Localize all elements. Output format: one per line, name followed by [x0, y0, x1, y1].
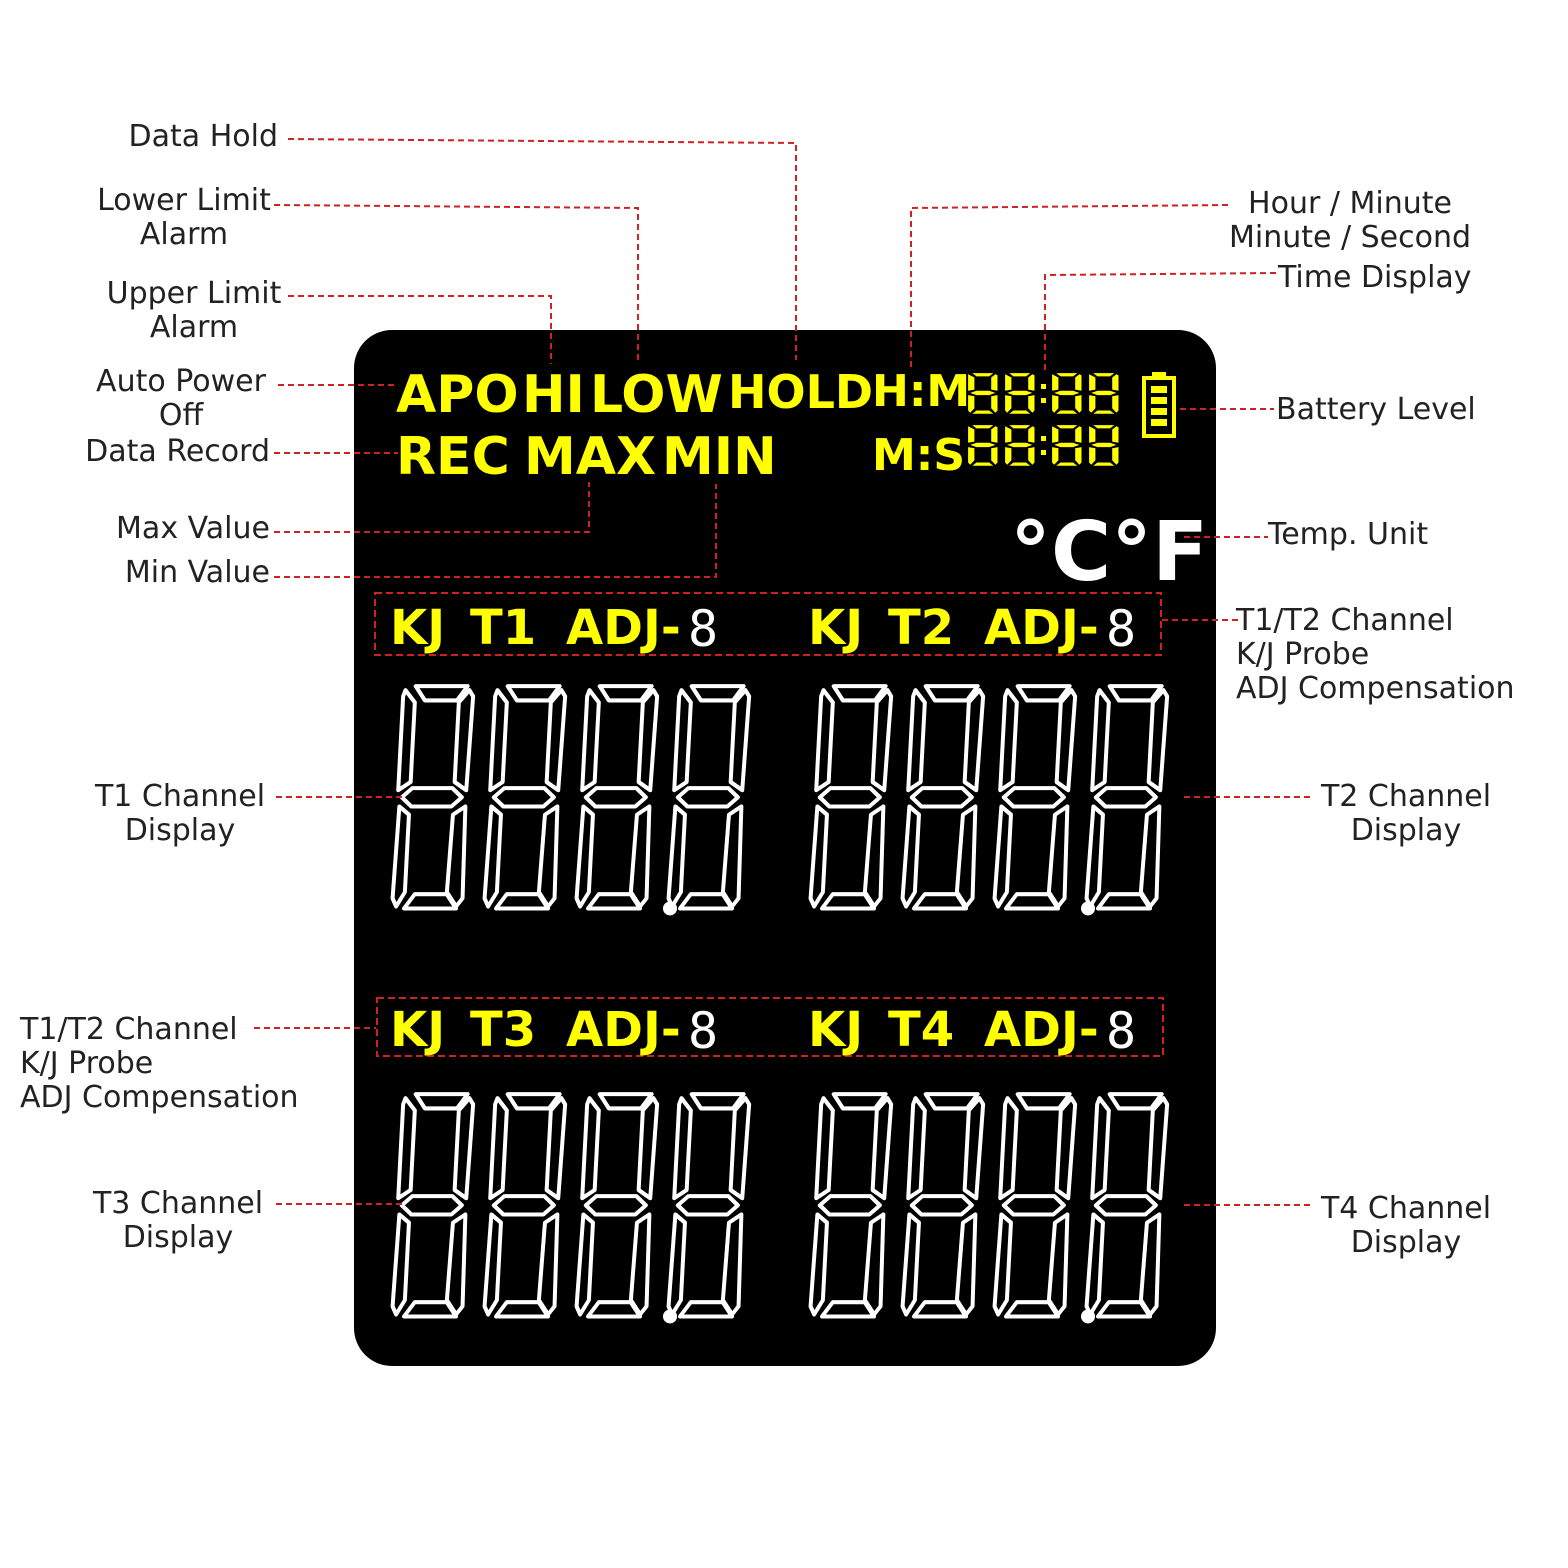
- low-indicator: LOW: [590, 365, 723, 425]
- label-hour-minute: Hour / Minute Minute / Second: [1228, 186, 1472, 255]
- apo-indicator: APO: [396, 365, 519, 425]
- leader-lower-limit: [273, 204, 639, 362]
- label-t1-display: T1 Channel Display: [94, 779, 266, 848]
- channel-box-t1-t2: [374, 592, 1162, 656]
- t1-probe: KJ: [390, 600, 445, 656]
- t2-channel: T2: [888, 600, 954, 656]
- label-t12-probe-left: T1/T2 Channel K/J Probe ADJ Compensation: [20, 1012, 299, 1115]
- decimal-point: [663, 1309, 677, 1324]
- leader-time-display: [1044, 272, 1277, 372]
- leader-data-hold: [287, 138, 797, 360]
- rec-indicator: REC: [396, 427, 510, 487]
- ms-indicator: M:S: [872, 430, 965, 481]
- t3-probe: KJ: [390, 1002, 445, 1058]
- leader-min: [274, 484, 717, 578]
- label-t12-probe-right: T1/T2 Channel K/J Probe ADJ Compensation: [1236, 603, 1515, 706]
- label-temp-unit: Temp. Unit: [1268, 517, 1429, 552]
- label-battery-level: Battery Level: [1276, 392, 1476, 427]
- leader-hour-minute: [910, 204, 1229, 368]
- hm-indicator: H:M: [872, 366, 970, 417]
- battery-icon: [1142, 372, 1176, 438]
- clock-colon: [1041, 384, 1046, 389]
- leader-max: [274, 482, 590, 533]
- clock-bottom-digits: [968, 425, 1119, 466]
- label-t3-display: T3 Channel Display: [92, 1186, 264, 1255]
- label-data-hold: Data Hold: [128, 119, 278, 154]
- channel-box-t3-t4: [376, 997, 1164, 1057]
- t1-adj-digit: 8: [688, 600, 718, 658]
- label-t2-display: T2 Channel Display: [1320, 779, 1492, 848]
- t2-adj: ADJ-: [984, 600, 1099, 656]
- label-t4-display: T4 Channel Display: [1320, 1191, 1492, 1260]
- t3-channel: T3: [470, 1002, 536, 1058]
- t4-readout: [810, 1094, 1168, 1324]
- t1-adj: ADJ-: [566, 600, 681, 656]
- clock-top-digits: [968, 373, 1119, 414]
- clock-colon: [1041, 450, 1046, 455]
- leader-upper-limit: [288, 295, 552, 364]
- decimal-point: [1081, 901, 1095, 916]
- max-indicator: MAX: [524, 427, 656, 487]
- leader-lines: [254, 138, 1312, 1206]
- label-upper-limit: Upper Limit Alarm: [106, 276, 282, 345]
- label-data-record: Data Record: [85, 434, 270, 469]
- label-min-value: Min Value: [124, 555, 270, 590]
- hi-indicator: HI: [522, 365, 585, 425]
- hold-indicator: HOLD: [728, 365, 873, 419]
- t2-adj-digit: 8: [1106, 600, 1136, 658]
- decimal-point: [1081, 1309, 1095, 1324]
- t4-probe: KJ: [808, 1002, 863, 1058]
- t1-channel: T1: [470, 600, 536, 656]
- t2-probe: KJ: [808, 600, 863, 656]
- label-lower-limit: Lower Limit Alarm: [97, 183, 271, 252]
- lcd-panel: [354, 330, 1216, 1366]
- label-max-value: Max Value: [116, 511, 270, 546]
- t4-channel: T4: [888, 1002, 954, 1058]
- t3-adj-digit: 8: [688, 1002, 718, 1060]
- clock-colon: [1041, 436, 1046, 441]
- decimal-point: [663, 901, 677, 916]
- t3-readout: [392, 1094, 750, 1324]
- t2-readout: [810, 686, 1168, 916]
- label-time-display: Time Display: [1278, 260, 1472, 295]
- clock-colon: [1041, 398, 1046, 403]
- temp-unit: °C°F: [1010, 505, 1208, 600]
- clock-display: [968, 373, 1119, 466]
- label-auto-power-off: Auto Power Off: [96, 364, 266, 433]
- t3-adj: ADJ-: [566, 1002, 681, 1058]
- t1-readout: [392, 686, 750, 916]
- t4-adj: ADJ-: [984, 1002, 1099, 1058]
- min-indicator: MIN: [662, 427, 777, 487]
- t4-adj-digit: 8: [1106, 1002, 1136, 1060]
